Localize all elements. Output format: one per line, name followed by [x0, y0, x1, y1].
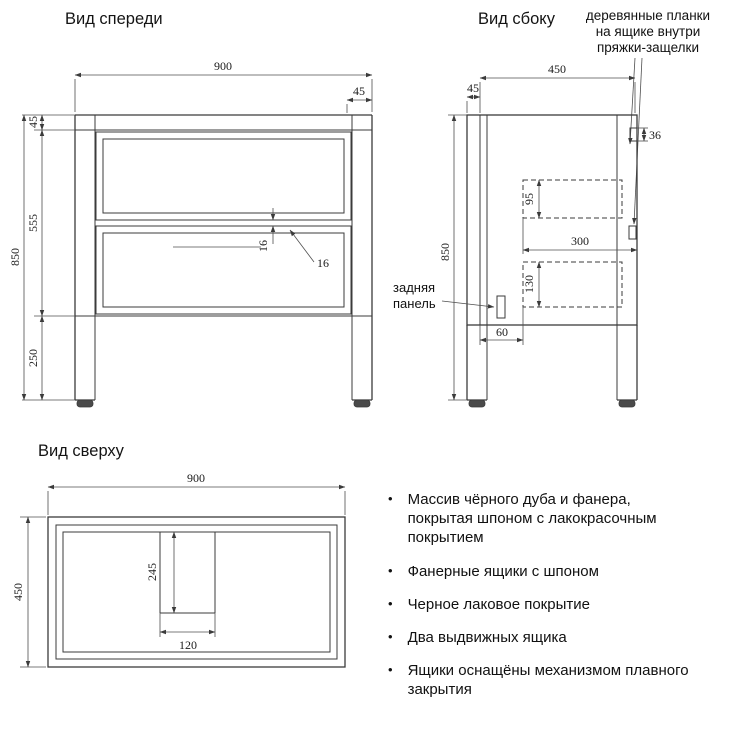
side-cabinet-outline — [466, 114, 638, 408]
spec-text: Массив чёрного дуба и фанера, покрытая ш… — [407, 491, 657, 547]
latch-strip-lower — [628, 225, 637, 240]
dim-label: 120 — [179, 638, 197, 652]
top-dim-depth: 450 — [11, 516, 46, 668]
dim-label: 245 — [145, 563, 159, 581]
dim-label: 300 — [571, 234, 589, 248]
dim-label: 45 — [26, 116, 40, 128]
bullet-icon: • — [388, 662, 393, 678]
side-back-foot — [618, 399, 636, 408]
spec-list: • Массив чёрного дуба и фанера, покрытая… — [388, 490, 698, 714]
side-view-drawing: деревянные планки на ящике внутри пряжки… — [393, 8, 710, 408]
back-panel-edge — [496, 295, 506, 319]
bullet-icon: • — [388, 562, 393, 578]
spec-item: • Массив чёрного дуба и фанера, покрытая… — [388, 490, 698, 548]
dim-label: 555 — [26, 214, 40, 232]
side-dim-latch: 36 — [637, 127, 661, 142]
side-dim-height: 850 — [438, 114, 467, 401]
dim-label: 36 — [649, 128, 661, 142]
spec-text: Ящики оснащёны механизмом плавного закры… — [407, 662, 689, 699]
front-drawers — [95, 131, 352, 315]
top-dim-width: 900 — [47, 471, 346, 515]
dim-label: 850 — [438, 243, 452, 261]
dim-label: 900 — [214, 59, 232, 73]
spec-text: Черное лаковое покрытие — [407, 595, 590, 613]
front-left-foot — [76, 399, 94, 408]
front-dim-leg-width: 45 — [346, 84, 373, 113]
spec-item: • Два выдвижных ящика — [388, 628, 698, 647]
front-dim-gap: 16 16 — [173, 208, 329, 270]
annotation-line: пряжки-защелки — [597, 40, 699, 55]
latch-strip-upper — [629, 127, 638, 142]
front-dim-width: 900 — [74, 59, 373, 112]
spec-text: Два выдвижных ящика — [407, 628, 567, 646]
dim-label: 900 — [187, 471, 205, 485]
spec-item: • Черное лаковое покрытие — [388, 595, 698, 614]
dim-label: 45 — [467, 81, 479, 95]
side-drawers-hidden — [522, 179, 623, 308]
front-cabinet-outline — [74, 114, 373, 408]
dim-label: 95 — [522, 193, 536, 205]
back-panel-label-line: задняя — [393, 280, 435, 295]
side-dim-drawers: 95 300 130 — [522, 179, 638, 308]
front-dim-chain-left: 45 555 250 850 — [8, 114, 75, 401]
side-front-foot — [468, 399, 486, 408]
front-right-foot — [353, 399, 371, 408]
top-view-drawing: 900 450 245 120 — [11, 471, 346, 668]
annotation-line: деревянные планки — [586, 8, 710, 23]
dim-label: 16 — [256, 240, 270, 252]
side-dim-depth: 450 45 — [466, 62, 636, 113]
spec-item: • Фанерные ящики с шпоном — [388, 562, 698, 581]
dim-label: 250 — [26, 349, 40, 367]
front-view-drawing: 900 45 45 555 250 850 16 16 — [8, 59, 373, 408]
side-dim-bottom: 60 — [479, 307, 524, 345]
spec-text: Фанерные ящики с шпоном — [407, 562, 599, 580]
bullet-icon: • — [388, 628, 393, 644]
dim-label: 45 — [353, 84, 365, 98]
side-back-panel-label: задняя панель — [393, 280, 495, 311]
spec-item: • Ящики оснащёны механизмом плавного зак… — [388, 661, 698, 699]
dim-label: 16 — [317, 256, 329, 270]
side-view-title: Вид сбоку — [478, 10, 555, 28]
bullet-icon: • — [388, 595, 393, 611]
annotation-line: на ящике внутри — [596, 24, 701, 39]
dim-label: 130 — [522, 275, 536, 293]
front-view-title: Вид спереди — [65, 10, 163, 28]
top-view-title: Вид сверху — [38, 442, 124, 460]
side-annotation: деревянные планки на ящике внутри пряжки… — [586, 8, 710, 225]
back-panel-label-line: панель — [393, 296, 436, 311]
top-outline — [47, 516, 346, 668]
dim-label: 850 — [8, 248, 22, 266]
top-dim-cutout: 245 120 — [145, 531, 216, 652]
dim-label: 60 — [496, 325, 508, 339]
dim-label: 450 — [548, 62, 566, 76]
bullet-icon: • — [388, 491, 393, 506]
dim-label: 450 — [11, 583, 25, 601]
